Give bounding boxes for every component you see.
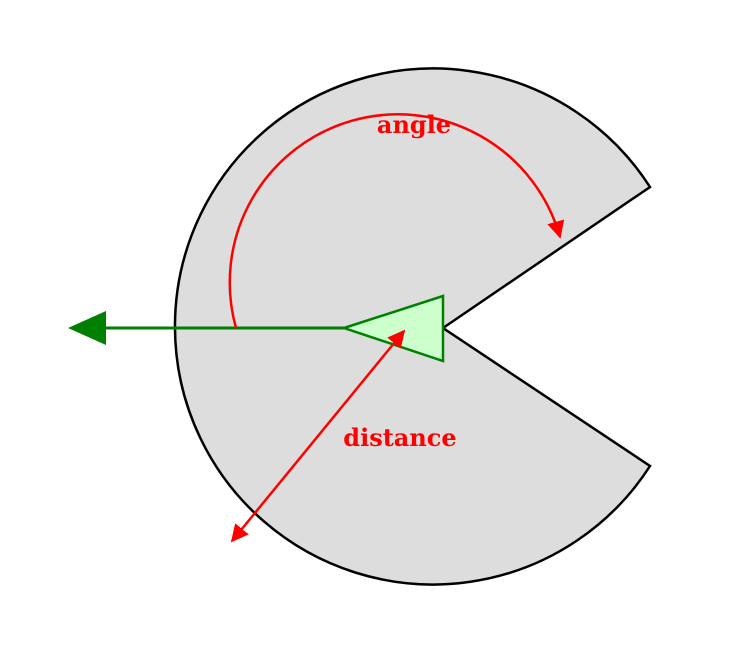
distance-label: distance <box>343 423 456 452</box>
angle-arc <box>228 112 565 329</box>
direction-arrowhead-icon <box>68 311 106 345</box>
angle-label: angle <box>377 110 451 139</box>
distance-arrow <box>230 329 406 543</box>
